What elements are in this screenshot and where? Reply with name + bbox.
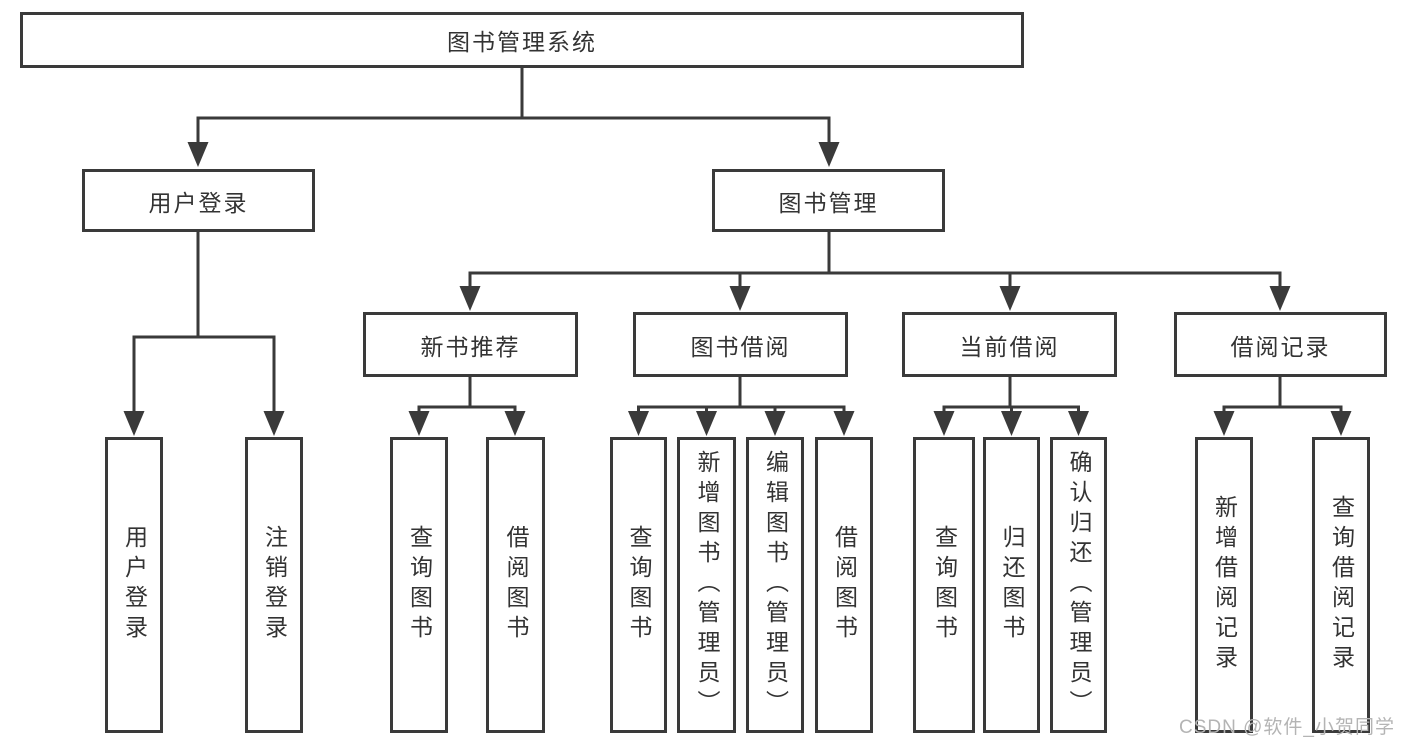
leaf-query-books-borrow: 查询图书 xyxy=(610,437,667,733)
node-label: 新增图书（管理员） xyxy=(694,450,720,720)
node-current-borrowing: 当前借阅 xyxy=(902,312,1117,377)
node-label: 图书管理 xyxy=(778,189,879,216)
node-label: 当前借阅 xyxy=(959,333,1060,360)
connector-root-to-level2 xyxy=(187,67,840,167)
node-label: 新增借阅记录 xyxy=(1211,495,1238,675)
leaf-logout: 注销登录 xyxy=(245,437,303,733)
node-label: 新书推荐 xyxy=(420,333,521,360)
leaf-add-borrow-record: 新增借阅记录 xyxy=(1195,437,1253,733)
leaf-user-login: 用户登录 xyxy=(105,437,163,733)
leaf-confirm-return-admin: 确认归还（管理员） xyxy=(1050,437,1107,733)
node-label: 归还图书 xyxy=(999,525,1025,645)
leaf-borrow-books-recommend: 借阅图书 xyxy=(486,437,545,733)
connector-book-borrowing-children xyxy=(628,375,855,436)
leaf-query-borrow-record: 查询借阅记录 xyxy=(1312,437,1370,733)
node-label: 用户登录 xyxy=(121,525,148,645)
leaf-borrow-books: 借阅图书 xyxy=(815,437,873,733)
node-label: 借阅记录 xyxy=(1230,333,1331,360)
node-label: 图书借阅 xyxy=(690,333,791,360)
leaf-edit-books-admin: 编辑图书（管理员） xyxy=(746,437,804,733)
node-label: 确认归还（管理员） xyxy=(1066,450,1092,720)
connector-book-management-to-sections xyxy=(459,231,1291,311)
node-book-management: 图书管理 xyxy=(712,169,945,232)
node-label: 编辑图书（管理员） xyxy=(762,450,789,720)
node-new-book-recommendation: 新书推荐 xyxy=(363,312,578,377)
connector-borrowing-records-children xyxy=(1213,375,1352,436)
node-label: 查询图书 xyxy=(931,525,958,645)
connector-current-borrowing-children xyxy=(933,375,1089,436)
connector-user-login-children xyxy=(123,231,285,436)
node-book-borrowing: 图书借阅 xyxy=(633,312,848,377)
node-user-login: 用户登录 xyxy=(82,169,315,232)
node-label: 查询图书 xyxy=(406,525,433,645)
node-label: 借阅图书 xyxy=(503,525,529,645)
leaf-query-books-recommend: 查询图书 xyxy=(390,437,448,733)
leaf-return-books: 归还图书 xyxy=(983,437,1040,733)
node-label: 用户登录 xyxy=(148,189,249,216)
node-label: 查询借阅记录 xyxy=(1328,495,1355,675)
node-library-management-system: 图书管理系统 xyxy=(20,12,1024,68)
node-label: 借阅图书 xyxy=(831,525,858,645)
leaf-query-books-current: 查询图书 xyxy=(913,437,975,733)
node-label: 查询图书 xyxy=(626,525,652,645)
csdn-watermark: CSDN @软件_小贺同学 xyxy=(1179,717,1395,738)
node-borrowing-records: 借阅记录 xyxy=(1174,312,1387,377)
connector-new-book-recommendation-children xyxy=(408,375,526,436)
node-label: 图书管理系统 xyxy=(447,29,597,55)
node-label: 注销登录 xyxy=(261,525,288,645)
leaf-add-books-admin: 新增图书（管理员） xyxy=(677,437,736,733)
